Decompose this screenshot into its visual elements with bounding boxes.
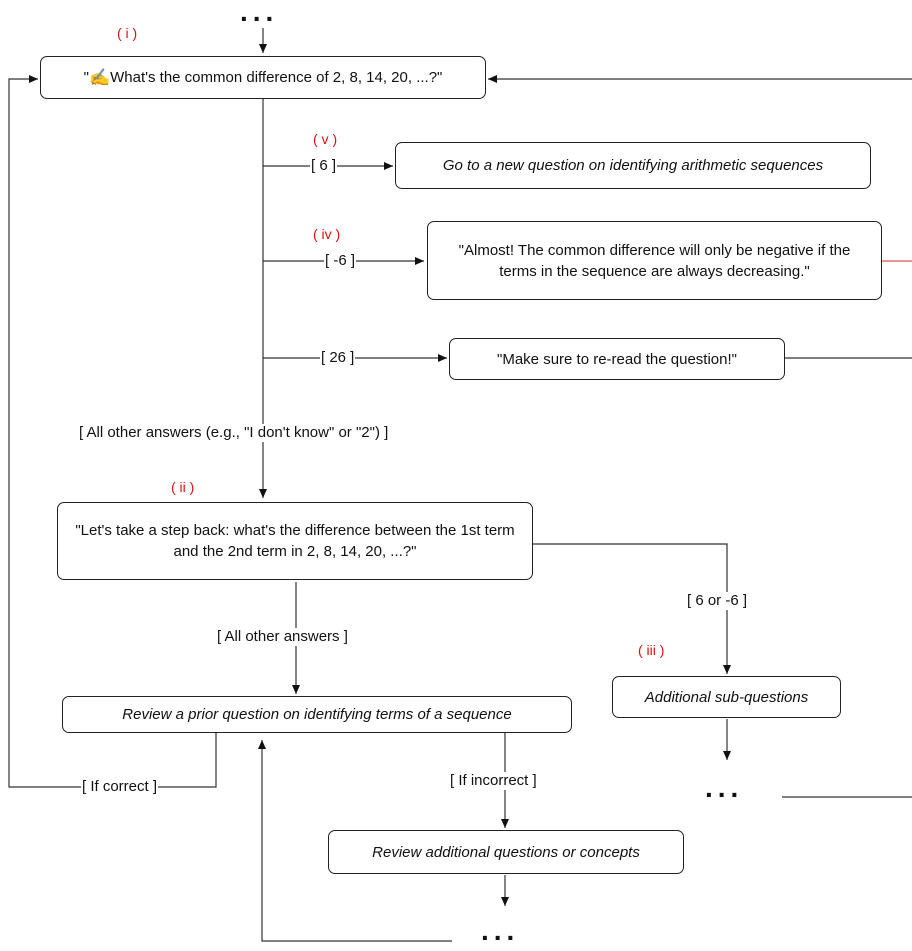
- additional-sub-questions-node: Additional sub-questions: [612, 676, 841, 718]
- edge-label-6: [ 6 ]: [310, 157, 338, 175]
- tag-ii: ( ii ): [171, 479, 195, 495]
- q1-text: What's the common difference of 2, 8, 14…: [110, 69, 443, 86]
- new-question-node: Go to a new question on identifying arit…: [395, 142, 871, 189]
- edge-label-if-correct: [ If correct ]: [81, 778, 159, 796]
- edge-label-6-or-neg-6: [ 6 or -6 ]: [686, 592, 749, 610]
- ellipsis-bottom: ...: [481, 915, 520, 946]
- edge-label-all-other: [ All other answers ]: [216, 628, 349, 646]
- review-prior-question-node: Review a prior question on identifying t…: [62, 696, 572, 733]
- q1-open-quote: ": [83, 69, 89, 86]
- tag-i: ( i ): [117, 25, 138, 41]
- step-back-question-node: "Let's take a step back: what's the diff…: [57, 502, 533, 580]
- reread-feedback-node: "Make sure to re-read the question!": [449, 338, 785, 380]
- edge-label-neg-6: [ -6 ]: [324, 252, 357, 270]
- common-difference-question-node: "✍ What's the common difference of 2, 8,…: [40, 56, 486, 99]
- tag-v: ( v ): [313, 131, 338, 147]
- ellipsis-top: ...: [240, 0, 279, 27]
- edge-label-26: [ 26 ]: [320, 349, 356, 367]
- ellipsis-sub-questions: ...: [705, 772, 744, 803]
- tag-iii: ( iii ): [638, 642, 665, 658]
- review-additional-node: Review additional questions or concepts: [328, 830, 684, 874]
- edge-label-all-other-examples: [ All other answers (e.g., "I don't know…: [78, 424, 390, 442]
- edge-label-if-incorrect: [ If incorrect ]: [449, 772, 538, 790]
- writing-hand-icon: ✍: [88, 68, 111, 87]
- almost-feedback-node: "Almost! The common difference will only…: [427, 221, 882, 300]
- tag-iv: ( iv ): [313, 226, 341, 242]
